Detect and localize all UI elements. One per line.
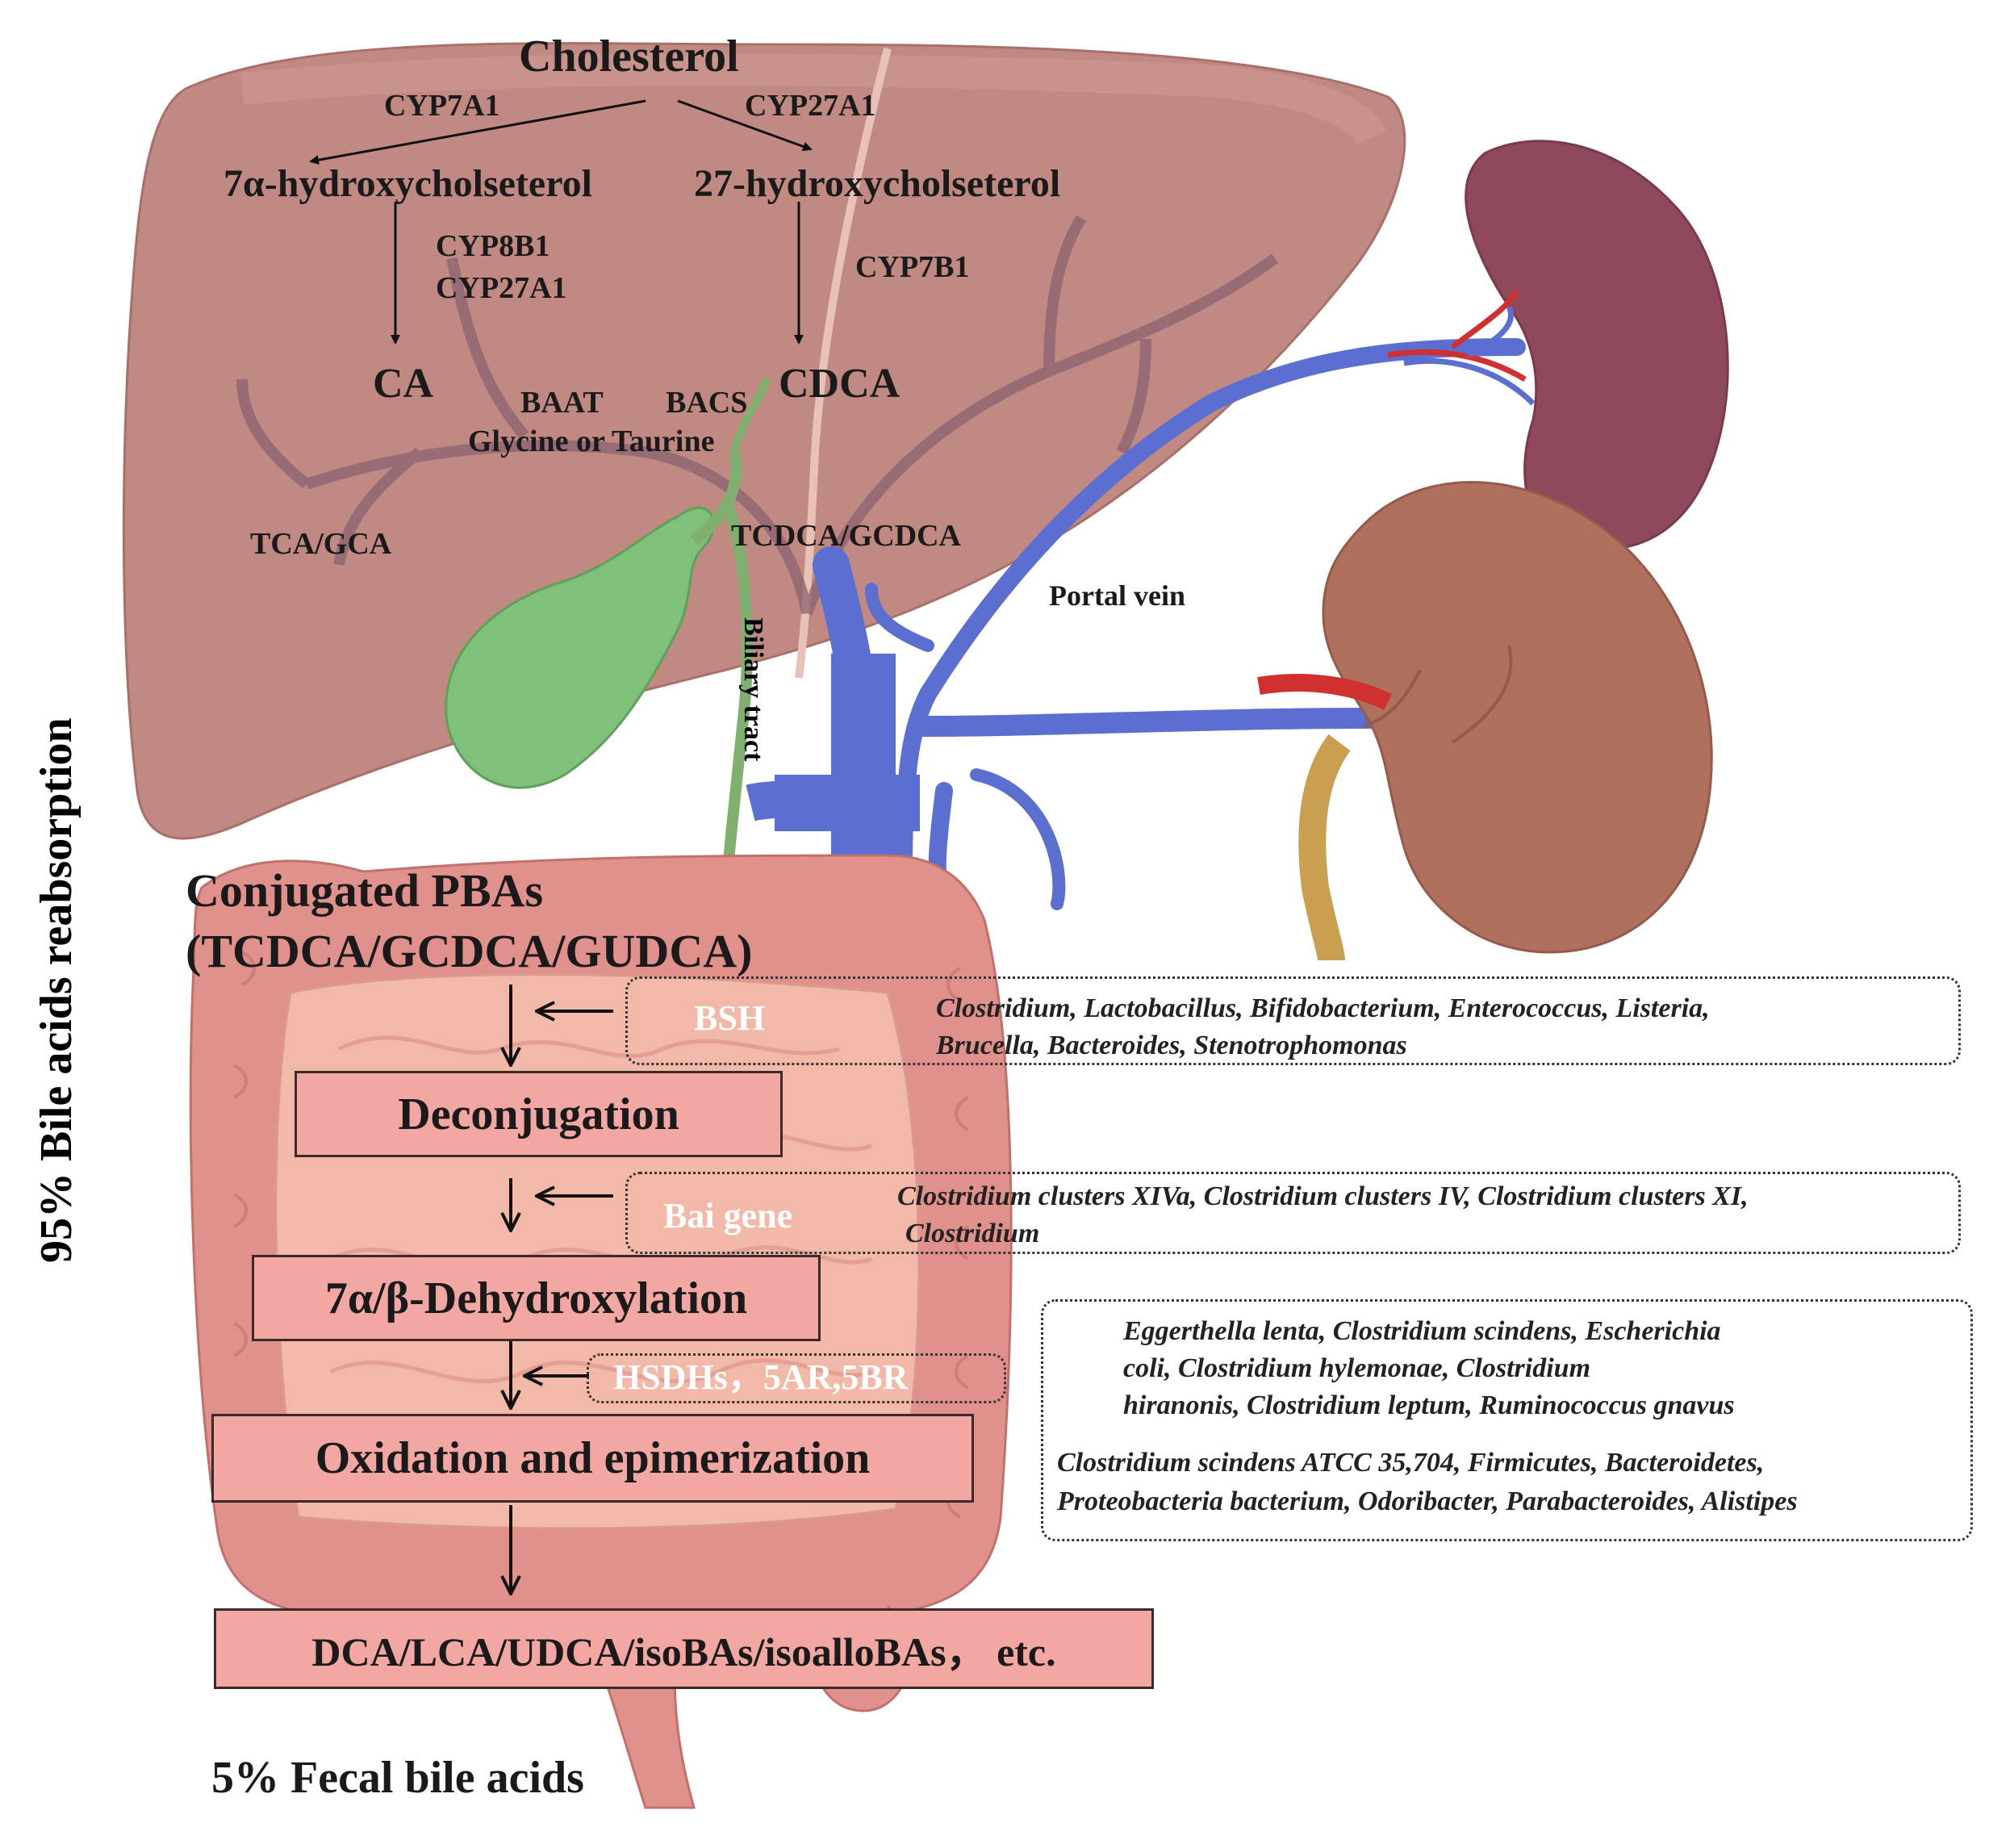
portal-vein-label: Portal vein	[1049, 579, 1185, 612]
conjugated-pbas-line2: (TCDCA/GCDCA/GUDCA)	[186, 925, 753, 977]
cyp27a1-top-label: CYP27A1	[745, 89, 876, 123]
liver-shape	[122, 42, 1406, 840]
hsdh-bacteria-a2: coli, Clostridium hylemonae, Clostridium	[1123, 1353, 1591, 1383]
cyp8b1-label: CYP8B1	[436, 229, 550, 263]
gallbladder-shape	[445, 506, 715, 789]
hsdh-label: HSDHs，5AR,5BR	[613, 1357, 909, 1397]
hsdh-bacteria-a1: Eggerthella lenta, Clostridium scindens,…	[1123, 1316, 1721, 1346]
hydroxy7a-label: 7α-hydroxycholseterol	[224, 162, 592, 205]
glycine-taurine-label: Glycine or Taurine	[468, 424, 715, 458]
cyp7b1-label: CYP7B1	[855, 250, 970, 284]
ca-label: CA	[373, 361, 434, 407]
oxidation-box: Oxidation and epimerization	[211, 1414, 974, 1503]
arrow-cyp7a1	[309, 99, 646, 165]
bacs-label: BACS	[666, 386, 748, 420]
bsh-label: BSH	[694, 998, 766, 1038]
hsdh-bacteria-b1: Clostridium scindens ATCC 35,704, Firmic…	[1057, 1448, 1765, 1478]
hsdh-bacteria-a3: hiranonis, Clostridium leptum, Ruminococ…	[1123, 1390, 1735, 1420]
arrow-cyp27a1	[677, 99, 813, 152]
bai-gene-label: Bai gene	[663, 1196, 793, 1235]
hsdh-box	[587, 1353, 1006, 1403]
cholesterol-label: Cholesterol	[519, 31, 739, 82]
bai-bacteria-line2: Clostridium	[905, 1219, 1040, 1248]
deconjugation-box: Deconjugation	[295, 1071, 783, 1157]
products-box: DCA/LCA/UDCA/isoBAs/isoalloBAs， etc.	[214, 1608, 1154, 1689]
hsdh-bacteria-b2: Proteobacteria bacterium, Odoribacter, P…	[1057, 1486, 1798, 1516]
hydroxy27-label: 27-hydroxycholseterol	[694, 162, 1061, 205]
ureter	[1298, 734, 1351, 962]
reabsorption-label: 95% Bile acids reabsorption	[31, 717, 81, 1263]
bsh-bacteria-line1: Clostridium, Lactobacillus, Bifidobacter…	[936, 993, 1710, 1023]
cyp7a1-label: CYP7A1	[384, 89, 500, 123]
fecal-label: 5% Fecal bile acids	[211, 1753, 584, 1803]
bai-bacteria-box	[625, 1172, 1961, 1254]
splenic-vessels	[1387, 289, 1536, 406]
bsh-bacteria-line2: Brucella, Bacteroides, Stenotrophomonas	[936, 1031, 1407, 1060]
hsdh-bacteria-box	[1041, 1299, 1973, 1541]
renal-artery	[1257, 674, 1392, 710]
liver-highlight	[240, 53, 1386, 146]
baat-label: BAAT	[520, 386, 604, 420]
cdca-label: CDCA	[779, 361, 900, 407]
tca-gca-label: TCA/GCA	[250, 527, 392, 561]
bai-bacteria-line1: Clostridium clusters XIVa, Clostridium c…	[897, 1181, 1749, 1211]
bsh-bacteria-box	[625, 976, 1961, 1065]
biliary-tract-label: Biliary tract	[738, 617, 768, 762]
kidney-shape	[1322, 481, 1713, 954]
conjugated-pbas-line1: Conjugated PBAs	[186, 864, 544, 917]
dehydroxylation-box: 7α/β-Dehydroxylation	[252, 1255, 821, 1341]
haustra	[233, 951, 969, 1519]
tcdca-gcdca-label: TCDCA/GCDCA	[731, 519, 961, 553]
hepatic-branches	[236, 215, 1279, 616]
cyp27a1-mid-label: CYP27A1	[436, 271, 567, 305]
